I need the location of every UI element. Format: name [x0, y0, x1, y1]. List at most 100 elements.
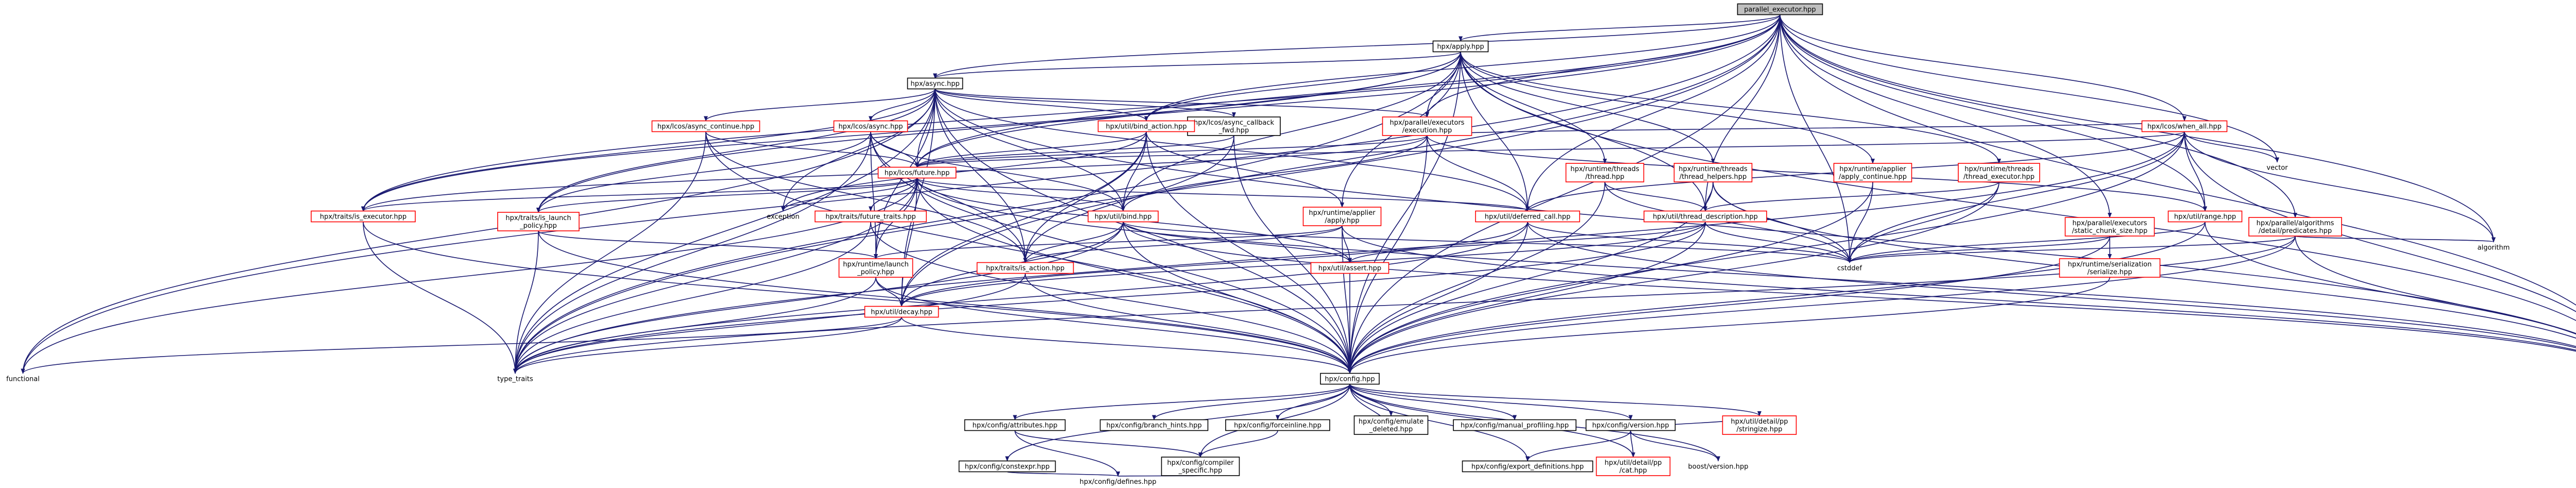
node-async[interactable]: hpx/async.hpp — [907, 77, 963, 90]
edge-lcos_when_all-to-utility — [2184, 131, 2576, 312]
node-runtime-applier-apply[interactable]: hpx/runtime/applier/apply.hpp — [1302, 207, 1382, 226]
edge-util_decay-to-config — [901, 317, 1352, 374]
node-functional: functional — [6, 376, 40, 383]
edge-util_deferred_call-to-utility — [1527, 222, 2576, 348]
node-util-thread-description[interactable]: hpx/util/thread_description.hpp — [1643, 210, 1767, 223]
node-box — [1643, 210, 1767, 223]
node-lcos-async-continue[interactable]: hpx/lcos/async_continue.hpp — [651, 120, 760, 132]
node-util-bind-action[interactable]: hpx/util/bind_action.hpp — [1097, 120, 1195, 132]
edge-lcos_future-to-exception — [781, 178, 918, 212]
node-label: /thread_helpers.hpp — [1680, 173, 1747, 181]
node-util-deferred-call[interactable]: hpx/util/deferred_call.hpp — [1475, 210, 1580, 223]
node-apply[interactable]: hpx/apply.hpp — [1432, 40, 1489, 53]
node-config-branch-hints[interactable]: hpx/config/branch_hints.hpp — [1099, 419, 1209, 431]
node-traits-future-traits[interactable]: hpx/traits/future_traits.hpp — [815, 210, 927, 223]
node-label: hpx/config.hpp — [1325, 376, 1375, 383]
edge-parallel_executors_execution-to-lcos_future — [915, 135, 1428, 168]
edge-apply-to-runtime_threads_thread_helpers — [1460, 52, 1715, 164]
edge-root-to-async — [933, 14, 1781, 79]
node-label: /thread.hpp — [1585, 173, 1624, 181]
edge-runtime_threads_thread_executor-to-config — [1348, 181, 1999, 374]
node-box — [1161, 457, 1240, 476]
node-runtime-threads-thread-executor[interactable]: hpx/runtime/threads/thread_executor.hpp — [1958, 163, 2040, 182]
node-config-emulate-deleted[interactable]: hpx/config/emulate_deleted.hpp — [1353, 415, 1429, 435]
node-config[interactable]: hpx/config.hpp — [1320, 373, 1380, 385]
node-label: /execution.hpp — [1402, 127, 1452, 134]
node-parallel-executors-execution[interactable]: hpx/parallel/executors/execution.hpp — [1382, 116, 1472, 136]
node-lcos-async-callback[interactable]: hpx/lcos/async_callback_fwd.hpp — [1187, 116, 1281, 136]
node-box — [1596, 457, 1671, 476]
edge-runtime_launch_policy-to-type_traits — [513, 277, 876, 374]
edge-apply-to-type_traits — [513, 52, 1461, 374]
edge-parallel_algorithms_detail_predicates-to-algorithm — [2295, 235, 2496, 243]
node-box — [1225, 419, 1330, 431]
node-lcos-future[interactable]: hpx/lcos/future.hpp — [877, 166, 957, 179]
edge-apply-to-runtime_applier_apply_continue — [1460, 52, 1875, 164]
node-util-assert[interactable]: hpx/util/assert.hpp — [1310, 262, 1389, 274]
edge-root-to-util_range — [1780, 14, 2207, 212]
node-box — [1737, 3, 1823, 15]
node-config-compiler-specific[interactable]: hpx/config/compiler_specific.hpp — [1161, 457, 1240, 476]
node-label: hpx/util/detail/pp — [1605, 459, 1662, 467]
node-label: hpx/config/export_definitions.hpp — [1471, 463, 1584, 471]
edge-parallel_executors_static_chunk_size-to-config — [1348, 235, 2110, 374]
node-lcos-when-all[interactable]: hpx/lcos/when_all.hpp — [2141, 120, 2228, 132]
node-config-attributes[interactable]: hpx/config/attributes.hpp — [964, 419, 1066, 431]
node-label: hpx/util/deferred_call.hpp — [1485, 213, 1570, 221]
node-label: hpx/lcos/async_continue.hpp — [657, 123, 754, 131]
node-label: hpx/traits/is_launch — [505, 214, 571, 222]
edge-apply-to-async — [933, 51, 1461, 79]
node-util-detail-pp-cat[interactable]: hpx/util/detail/pp/cat.hpp — [1596, 457, 1671, 476]
node-traits-is-launch-policy[interactable]: hpx/traits/is_launch_policy.hpp — [497, 212, 580, 231]
node-label: hpx/config/constexpr.hpp — [965, 463, 1050, 471]
edge-util_deferred_call-to-cstddef — [1527, 222, 1852, 263]
node-runtime-threads-thread[interactable]: hpx/runtime/threads/thread.hpp — [1565, 163, 1645, 182]
edge-lcos_async_continue-to-type_traits — [513, 131, 706, 374]
node-traits-is-action[interactable]: hpx/traits/is_action.hpp — [976, 262, 1074, 274]
node-config-forceinline[interactable]: hpx/config/forceinline.hpp — [1225, 419, 1330, 431]
node-config-version[interactable]: hpx/config/version.hpp — [1585, 419, 1676, 431]
node-util-detail-pp-stringize[interactable]: hpx/util/detail/pp/stringize.hpp — [1722, 415, 1797, 435]
edge-async-to-exception — [781, 89, 936, 212]
node-box — [2064, 217, 2155, 237]
node-parallel-algorithms-detail-predicates[interactable]: hpx/parallel/algorithms/detail/predicate… — [2248, 217, 2342, 237]
edge-traits_future_traits-to-type_traits — [513, 222, 871, 374]
node-label: hpx/parallel/executors — [1390, 119, 1465, 127]
node-lcos-async[interactable]: hpx/lcos/async.hpp — [833, 120, 908, 132]
node-runtime-serialization-serialize[interactable]: hpx/runtime/serialization/serialize.hpp — [2059, 258, 2161, 278]
node-util-bind[interactable]: hpx/util/bind.hpp — [1088, 210, 1159, 223]
node-label: parallel_executor.hpp — [1744, 6, 1816, 14]
node-box — [1382, 116, 1472, 136]
node-config-manual-profiling[interactable]: hpx/config/manual_profiling.hpp — [1453, 419, 1577, 431]
edge-util_decay-to-functional — [21, 317, 902, 374]
node-runtime-threads-thread-helpers[interactable]: hpx/runtime/threads/thread_helpers.hpp — [1673, 163, 1753, 182]
edge-root-to-traits_is_executor — [361, 14, 1781, 212]
node-box — [838, 258, 913, 278]
edge-apply-to-util_bind_action — [1144, 52, 1461, 122]
edge-parallel_executors_execution-to-util_deferred_call — [1427, 135, 1530, 212]
node-runtime-launch-policy[interactable]: hpx/runtime/launch_policy.hpp — [838, 258, 913, 278]
node-label: hpx/config/attributes.hpp — [972, 422, 1057, 430]
node-label: hpx/traits/is_action.hpp — [986, 265, 1065, 273]
node-config-constexpr[interactable]: hpx/config/constexpr.hpp — [958, 460, 1056, 473]
node-label: hpx/config/emulate — [1359, 418, 1423, 426]
node-parallel-executors-static-chunk-size[interactable]: hpx/parallel/executors/static_chunk_size… — [2064, 217, 2155, 237]
node-config-export-definitions[interactable]: hpx/config/export_definitions.hpp — [1462, 460, 1594, 473]
node-box — [1565, 163, 1645, 182]
node-traits-is-executor[interactable]: hpx/traits/is_executor.hpp — [311, 210, 416, 223]
edge-async-to-traits_is_executor — [361, 89, 936, 212]
edge-apply-to-util_deferred_call — [1460, 52, 1530, 212]
edge-root-to-functional — [21, 14, 1781, 374]
node-util-decay[interactable]: hpx/util/decay.hpp — [864, 306, 939, 318]
node-box — [864, 306, 939, 318]
edge-config_forceinline-to-config_compiler_specific — [1198, 430, 1278, 458]
edge-apply-to-traits_is_executor — [361, 52, 1461, 212]
edge-runtime_applier_apply-to-util_assert — [1342, 225, 1352, 263]
node-label: hpx/parallel/algorithms — [2257, 220, 2334, 227]
node-util-range[interactable]: hpx/util/range.hpp — [2167, 210, 2243, 223]
node-label: hpx/async.hpp — [910, 80, 959, 88]
node-config-defines: hpx/config/defines.hpp — [1079, 478, 1156, 486]
node-runtime-applier-apply-continue[interactable]: hpx/runtime/applier/apply_continue.hpp — [1833, 163, 1912, 182]
edge-apply-to-util_bind — [1121, 52, 1461, 212]
edge-config_version-to-util_detail_pp_cat — [1630, 430, 1635, 458]
